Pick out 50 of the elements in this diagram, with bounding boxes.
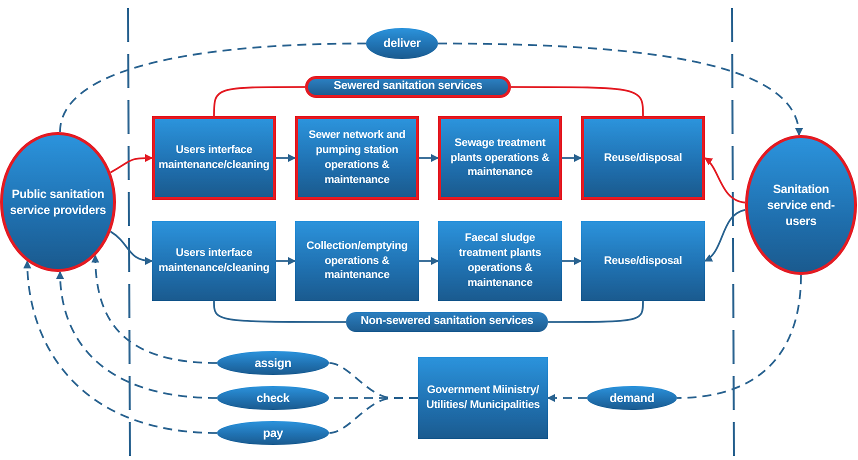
process-box [438, 116, 562, 200]
connector-line [548, 301, 644, 323]
node-label: Faecal sludge treatment plants operations & maintenance [458, 231, 542, 291]
arrow [562, 257, 582, 265]
connector-line [213, 86, 305, 116]
arrow [110, 154, 153, 174]
arrow [547, 394, 587, 402]
node-label: Sanitation service end-users [766, 180, 836, 230]
connector-line [676, 274, 802, 399]
node-label: Government Miinistry/ Utilities/ Municipalities [425, 383, 541, 413]
node-label: Reuse/disposal [604, 150, 682, 166]
process-box [295, 221, 419, 301]
node-label: Non-sewered sanitation services [360, 314, 534, 330]
node-label: Sewage treatment plants operations & maintenance [450, 136, 550, 180]
connector-line [59, 42, 366, 132]
arrow [562, 154, 582, 162]
connector-line [328, 397, 418, 434]
group-label-pill [305, 76, 511, 98]
process-box [581, 221, 705, 301]
arrow [419, 154, 439, 162]
arrow [419, 257, 439, 265]
node-label: Users interface maintenance/cleaning [158, 246, 270, 276]
arrow [704, 157, 746, 204]
node-label: Public sanitation service providers [9, 186, 107, 218]
group-label-pill [346, 312, 548, 332]
process-box [438, 221, 562, 301]
arrow [438, 42, 802, 136]
node-label: demand [610, 390, 654, 406]
arrow [276, 257, 296, 265]
process-box [295, 116, 419, 200]
arrow [704, 209, 746, 262]
node-label: Reuse/disposal [604, 254, 682, 268]
node-label: Users interface maintenance/cleaning [158, 143, 270, 173]
arrow [110, 230, 153, 265]
arrow [56, 270, 218, 399]
node-label: Collection/emptying operations & maintenance [305, 238, 409, 284]
connector-line [511, 86, 644, 116]
node-label: Sewered sanitation services [334, 79, 482, 94]
node-label: Sewer network and pumping station operations & maintenance [308, 128, 406, 188]
process-box [152, 116, 276, 200]
node-label: deliver [383, 35, 421, 52]
node-label: assign [254, 354, 292, 372]
connector-line [213, 300, 346, 323]
arrow [24, 260, 218, 434]
arrow [276, 154, 296, 162]
node-label: pay [262, 424, 284, 442]
process-box [581, 116, 705, 200]
node-label: check [256, 390, 290, 406]
process-box [152, 221, 276, 301]
authority-box [418, 357, 548, 439]
